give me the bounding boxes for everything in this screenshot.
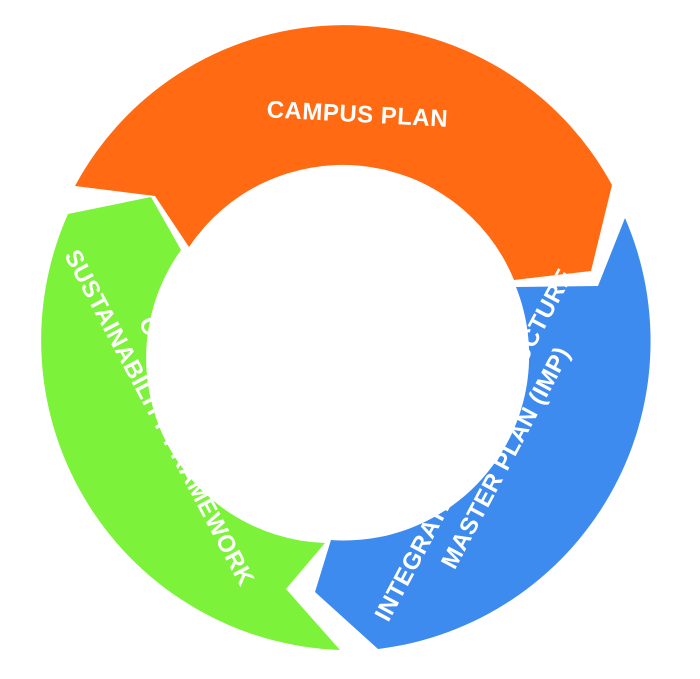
imp-segment: [315, 218, 651, 649]
sustainability-segment: [41, 197, 340, 650]
campus-plan-segment: [75, 25, 612, 281]
